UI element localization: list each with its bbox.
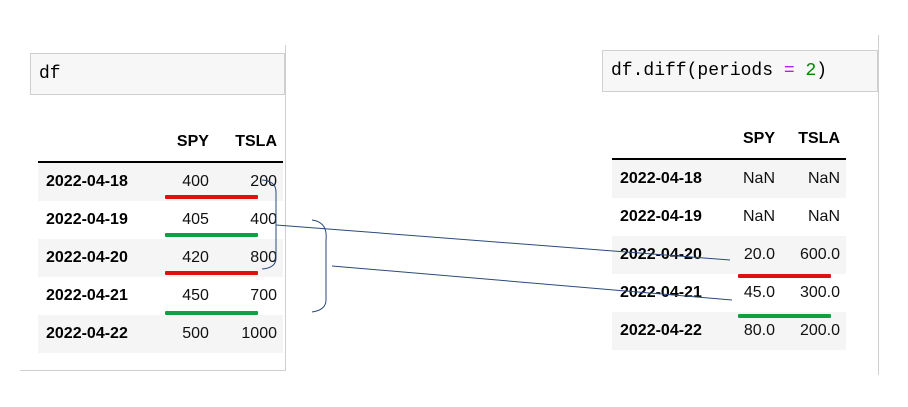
cell-spy: 450 [182,287,209,304]
cell-tsla: 1000 [241,325,277,342]
table-row: 2022-04-18 NaN NaN [612,159,846,198]
code-operator: = [783,61,795,81]
cell-spy: 20.0 [743,246,775,263]
green-underline-marker [165,233,258,237]
cell-tsla: 700 [250,287,277,304]
left-notebook-panel: df SPY TSLA 2022-04-18 400 200 2022-04-1… [20,45,286,371]
table-row: 2022-04-21 450 700 [38,277,283,315]
row-index: 2022-04-19 [620,208,702,225]
row-index: 2022-04-22 [46,325,128,342]
cell-tsla: NaN [807,208,840,225]
red-underline-marker [165,195,258,199]
green-underline-marker [738,314,831,318]
cell-spy: 80.0 [743,322,775,339]
cell-spy: 400 [182,173,209,190]
cell-spy: NaN [742,208,775,225]
row-index: 2022-04-21 [620,284,702,301]
table-row: 2022-04-19 NaN NaN [612,198,846,236]
code-number: 2 [805,61,817,81]
left-code-cell[interactable]: df [30,53,285,95]
right-code-cell[interactable]: df.diff(periods = 2) [602,50,878,92]
table-row: 2022-04-20 420 800 [38,239,283,277]
cell-spy: 405 [182,211,209,228]
right-notebook-panel: df.diff(periods = 2) SPY TSLA 2022-04-18… [600,35,879,375]
row-index: 2022-04-18 [46,173,128,190]
red-underline-marker [738,274,831,278]
left-col-header: TSLA [214,123,283,163]
cell-tsla: 600.0 [799,246,840,263]
right-col-header: TSLA [781,120,846,160]
table-row: 2022-04-18 400 200 [38,162,283,201]
row-index: 2022-04-20 [46,249,128,266]
right-index-header [612,120,728,160]
table-row: 2022-04-22 80.0 200.0 [612,312,846,350]
row-index: 2022-04-18 [620,170,702,187]
left-code-text: df [39,64,61,84]
code-prefix: df.diff(periods [611,61,784,81]
cell-spy: 45.0 [743,284,775,301]
right-col-header: SPY [727,120,781,160]
green-underline-marker [165,311,258,315]
cell-tsla: 200.0 [799,322,840,339]
red-underline-marker [165,271,258,275]
table-row: 2022-04-21 45.0 300.0 [612,274,846,312]
cell-tsla: 300.0 [799,284,840,301]
row-index: 2022-04-19 [46,211,128,228]
left-index-header [38,123,160,163]
left-dataframe-table: SPY TSLA 2022-04-18 400 200 2022-04-19 4… [38,123,283,353]
cell-tsla: NaN [807,170,840,187]
row-index: 2022-04-20 [620,246,702,263]
code-space [795,61,806,81]
left-col-header: SPY [159,123,215,163]
bracket-green [311,219,327,313]
table-row: 2022-04-20 20.0 600.0 [612,236,846,274]
cell-spy: 500 [182,325,209,342]
cell-spy: NaN [742,170,775,187]
code-suffix: ) [816,61,828,81]
row-index: 2022-04-21 [46,287,128,304]
row-index: 2022-04-22 [620,322,702,339]
cell-spy: 420 [182,249,209,266]
left-header-row: SPY TSLA [38,123,283,163]
table-row: 2022-04-22 500 1000 [38,315,283,353]
right-header-row: SPY TSLA [612,120,846,160]
